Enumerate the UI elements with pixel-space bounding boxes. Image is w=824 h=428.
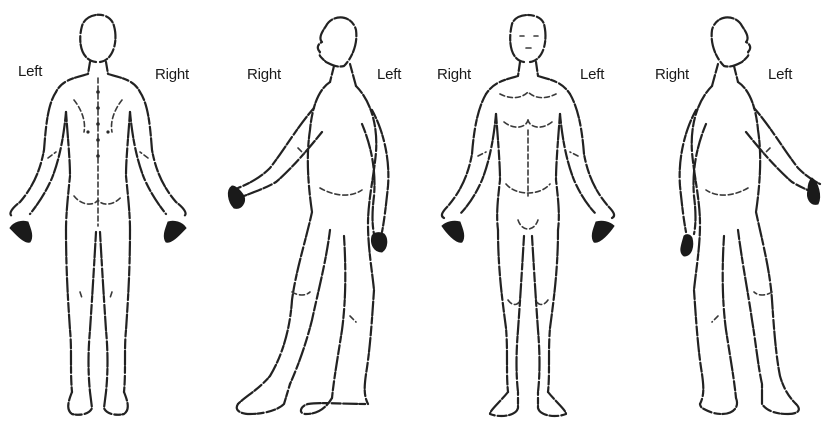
figure-left-side-view [680, 17, 820, 414]
back-view-right-label: Right [155, 66, 189, 83]
front-view-left-label: Left [580, 66, 604, 83]
back-view-left-label: Left [18, 63, 42, 80]
left-side-view-left-label: Left [768, 66, 792, 83]
front-view-right-label: Right [437, 66, 471, 83]
left-side-view-right-label: Right [655, 66, 689, 83]
right-side-view-left-label: Left [377, 66, 401, 83]
right-side-view-right-label: Right [247, 66, 281, 83]
